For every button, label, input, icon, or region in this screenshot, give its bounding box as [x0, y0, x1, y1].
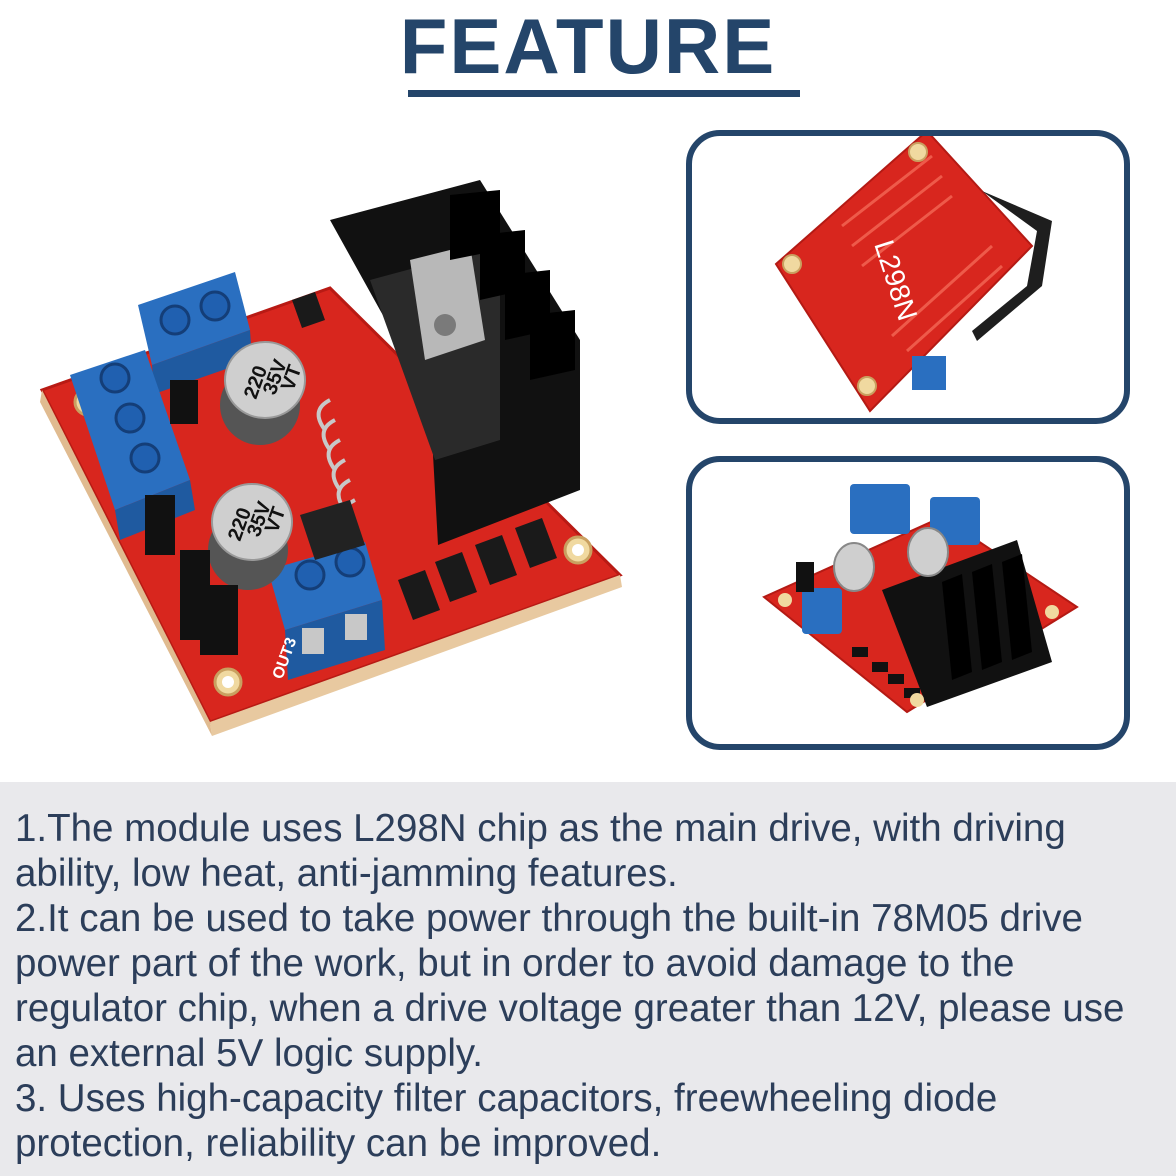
title-underline [408, 90, 800, 97]
feature-item-2: 2.It can be used to take power through t… [15, 897, 1125, 1075]
pcb-bottom [774, 136, 1034, 413]
feature-list: 1.The module uses L298N chip as the main… [15, 806, 1170, 1166]
main-product-image: 220 35V VT 220 35V VT OUT3 [39, 180, 623, 736]
terminal-block-top [138, 272, 252, 394]
page-title: FEATURE [399, 2, 777, 90]
capacitor-2 [208, 483, 293, 590]
capacitor-1 [220, 341, 306, 445]
description-panel [0, 782, 1176, 1176]
feature-item-1: 1.The module uses L298N chip as the main… [15, 807, 1066, 895]
feature-item-3: 3. Uses high-capacity filter capacitors,… [15, 1077, 998, 1165]
inset-board-angled-view [686, 456, 1130, 750]
inset-board-bottom-view: L298N [686, 130, 1130, 424]
terminal-block-bottom [268, 542, 385, 680]
